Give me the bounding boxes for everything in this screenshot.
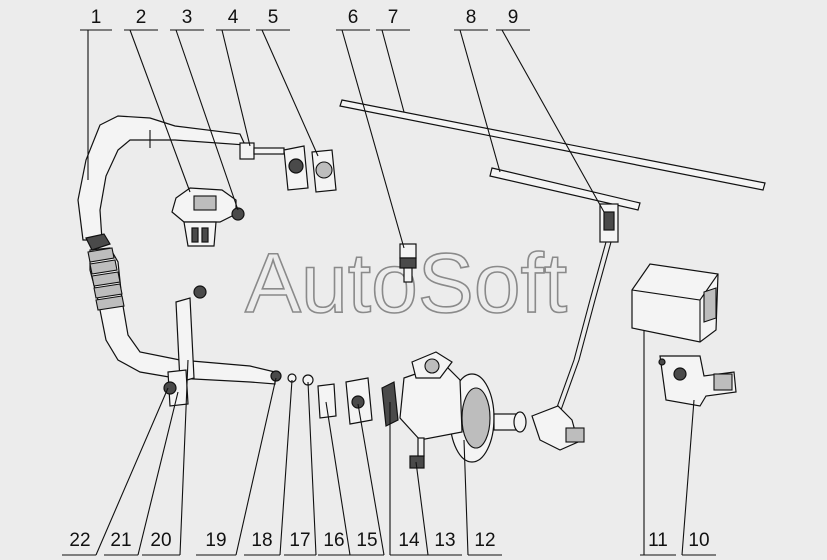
- callout-7: 7: [388, 7, 399, 28]
- part-11-control-box: [631, 263, 719, 343]
- part-8-tube: [489, 167, 641, 211]
- part-4-bolt: [239, 142, 285, 160]
- top-callouts: 1 2 3 4 5 6 7 8 9: [91, 7, 519, 28]
- callout-16: 16: [323, 530, 344, 551]
- part-10-valve: [658, 355, 737, 407]
- part-20-bracket: [175, 285, 207, 383]
- callout-21: 21: [110, 530, 131, 551]
- part-12-throttle-body: [399, 351, 527, 463]
- part-16-seal: [317, 383, 337, 419]
- part-21-clamp: [167, 369, 189, 407]
- callout-20: 20: [150, 530, 171, 551]
- callout-9: 9: [508, 7, 519, 28]
- part-19-nut: [270, 370, 282, 382]
- callout-19: 19: [205, 530, 226, 551]
- part-3-nut: [231, 207, 245, 221]
- callout-5: 5: [268, 7, 279, 28]
- top-leader-lines: [80, 29, 605, 249]
- hose-corrugation: [87, 247, 125, 311]
- bottom-leader-lines: [62, 330, 716, 556]
- bottom-callouts: 22 21 20 19 18 17 16 15 14 13 12 11 10: [69, 530, 709, 551]
- callout-3: 3: [182, 7, 193, 28]
- part-15-flange: [345, 377, 373, 425]
- callout-22: 22: [69, 530, 90, 551]
- callout-15: 15: [356, 530, 377, 551]
- callout-2: 2: [136, 7, 147, 28]
- part-13-bolt: [409, 437, 425, 469]
- callout-6: 6: [348, 7, 359, 28]
- callout-13: 13: [434, 530, 455, 551]
- callout-11: 11: [648, 530, 668, 551]
- callout-1: 1: [91, 7, 102, 28]
- callout-18: 18: [251, 530, 272, 551]
- callout-14: 14: [398, 530, 420, 551]
- part-9-oxygen-sensor: [531, 203, 619, 451]
- part-2-sensor: [171, 187, 237, 247]
- part-1-intake-hose: [77, 115, 276, 385]
- part-7-rod: [339, 99, 766, 191]
- part-5-flange: [283, 145, 337, 193]
- callout-8: 8: [466, 7, 477, 28]
- callout-4: 4: [228, 7, 239, 28]
- callout-12: 12: [474, 530, 495, 551]
- callout-10: 10: [688, 530, 709, 551]
- callout-17: 17: [289, 530, 310, 551]
